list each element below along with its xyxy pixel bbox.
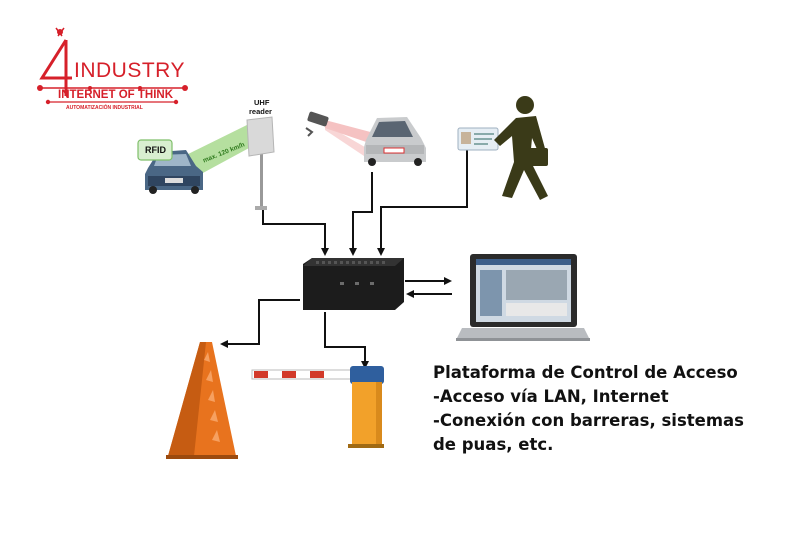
arrow-lpr-to-controller — [349, 172, 373, 256]
uhf-reader-label-2: reader — [249, 107, 272, 116]
arrow-controller-to-spikes — [220, 299, 300, 348]
logo-brand: INDUSTRY — [74, 59, 185, 82]
arrow-reader-to-controller — [262, 210, 329, 256]
arrow-id-to-controller — [377, 148, 468, 256]
logo-subtitle: AUTOMATIZACIÓN INDUSTRIAL — [66, 105, 143, 111]
logo-mark — [37, 27, 188, 105]
logo-tagline: INTERNET OF THINK — [58, 89, 173, 101]
arrow-controller-to-barrier — [324, 312, 369, 369]
caption-line-3: de puas, etc. — [433, 435, 554, 454]
caption-line-2: -Conexión con barreras, sistemas — [433, 411, 745, 430]
caption-line-1: -Acceso vía LAN, Internet — [433, 387, 669, 406]
caption-title: Plataforma de Control de Acceso — [433, 363, 738, 382]
rfid-label: RFID — [145, 145, 166, 155]
uhf-reader-label-1: UHF — [254, 98, 270, 107]
caption-block: Plataforma de Control de Acceso -Acceso … — [433, 361, 763, 457]
rfid-beam — [176, 122, 260, 180]
